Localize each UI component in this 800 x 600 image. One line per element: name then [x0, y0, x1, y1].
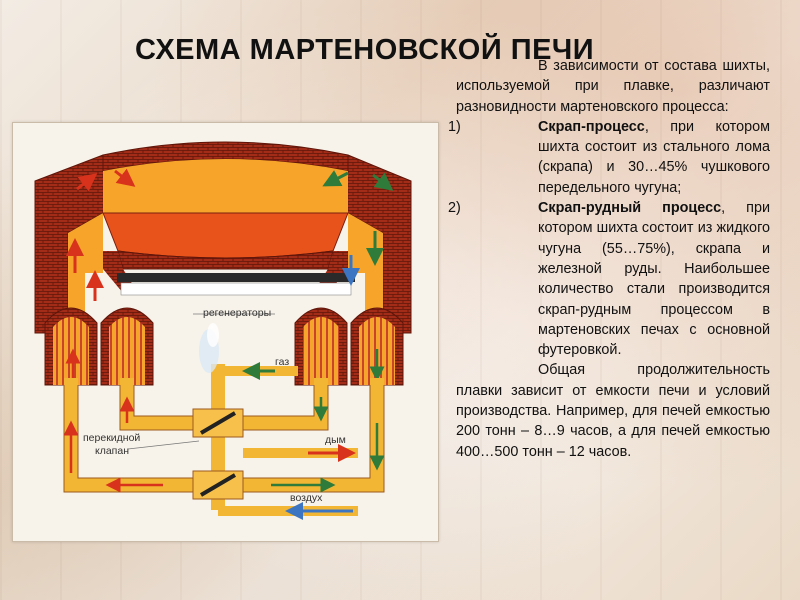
- description-text: В зависимости от состава шихты, использу…: [448, 56, 770, 462]
- page-title: СХЕМА МАРТЕНОВСКОЙ ПЕЧИ: [135, 34, 595, 66]
- list-item-title: Скрап-процесс: [538, 118, 645, 135]
- furnace-svg: регенераторы: [34, 141, 412, 520]
- hearth-bath: [102, 212, 349, 293]
- valve-label-line2: клапан: [95, 445, 129, 457]
- intro-paragraph: В зависимости от состава шихты, использу…: [456, 58, 770, 115]
- list-item-scrap-ore-process: 2) Скрап-рудный процесс, при котором ших…: [448, 198, 770, 360]
- regenerators: [44, 307, 404, 386]
- regenerators-label: регенераторы: [203, 307, 271, 319]
- list-item-rest: , при котором шихта состоит из жидкого ч…: [538, 200, 770, 359]
- valve-label-line1: перекидной: [83, 432, 140, 444]
- smoke-label: дым: [325, 434, 346, 446]
- smoke-outlet: дым: [243, 434, 358, 462]
- smoke-plume: [199, 323, 219, 373]
- switching-valves: [192, 408, 244, 500]
- list-item-scrap-process: 1) Скрап-процесс, при котором шихта сост…: [448, 117, 770, 198]
- closing-paragraph: Общая продолжительность плавки зависит о…: [456, 362, 770, 460]
- gas-label: газ: [275, 356, 289, 368]
- list-item-number: 1): [448, 118, 461, 135]
- air-label: воздух: [290, 492, 323, 504]
- support-slab: [117, 273, 355, 296]
- air-inlet: воздух: [218, 492, 358, 520]
- list-item-title: Скрап-рудный процесс: [538, 200, 722, 217]
- gas-inlet: газ: [225, 356, 298, 380]
- list-item-rest: , при котором шихта состоит из стального…: [538, 118, 770, 196]
- flow-arrows-furnace: [66, 168, 394, 301]
- furnace-diagram: регенераторы: [12, 122, 439, 542]
- list-item-text: Скрап-процесс, при котором шихта состоит…: [538, 117, 770, 198]
- list-item-text: Скрап-рудный процесс, при котором шихта …: [538, 198, 770, 360]
- list-item-number: 2): [448, 200, 461, 217]
- flow-arrows-pipes: [63, 396, 385, 493]
- valve-label-group: перекидной клапан: [83, 432, 200, 457]
